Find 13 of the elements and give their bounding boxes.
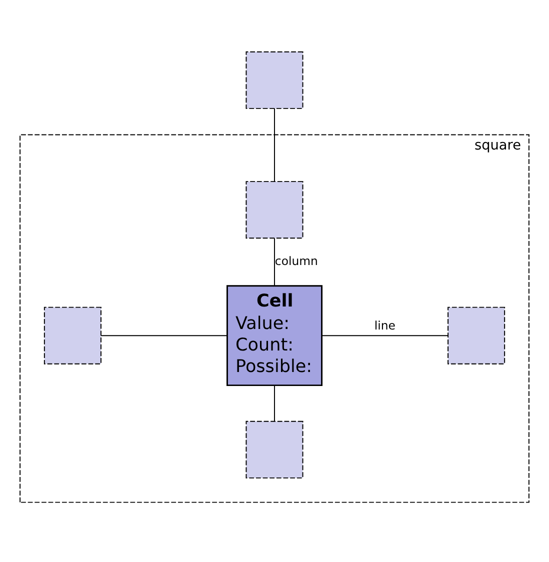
connector	[274, 384, 275, 422]
connector	[100, 335, 228, 336]
node-box: Cell Value: Count: Possible:	[226, 285, 322, 386]
node-box	[44, 306, 102, 364]
edge-label: column	[274, 254, 318, 268]
node-box	[246, 420, 304, 478]
connector	[274, 238, 275, 286]
edge-label: line	[374, 318, 396, 332]
connector	[321, 335, 448, 336]
node-box	[448, 306, 506, 364]
node-box	[246, 51, 304, 109]
connector	[274, 108, 275, 182]
node-box	[246, 181, 304, 239]
